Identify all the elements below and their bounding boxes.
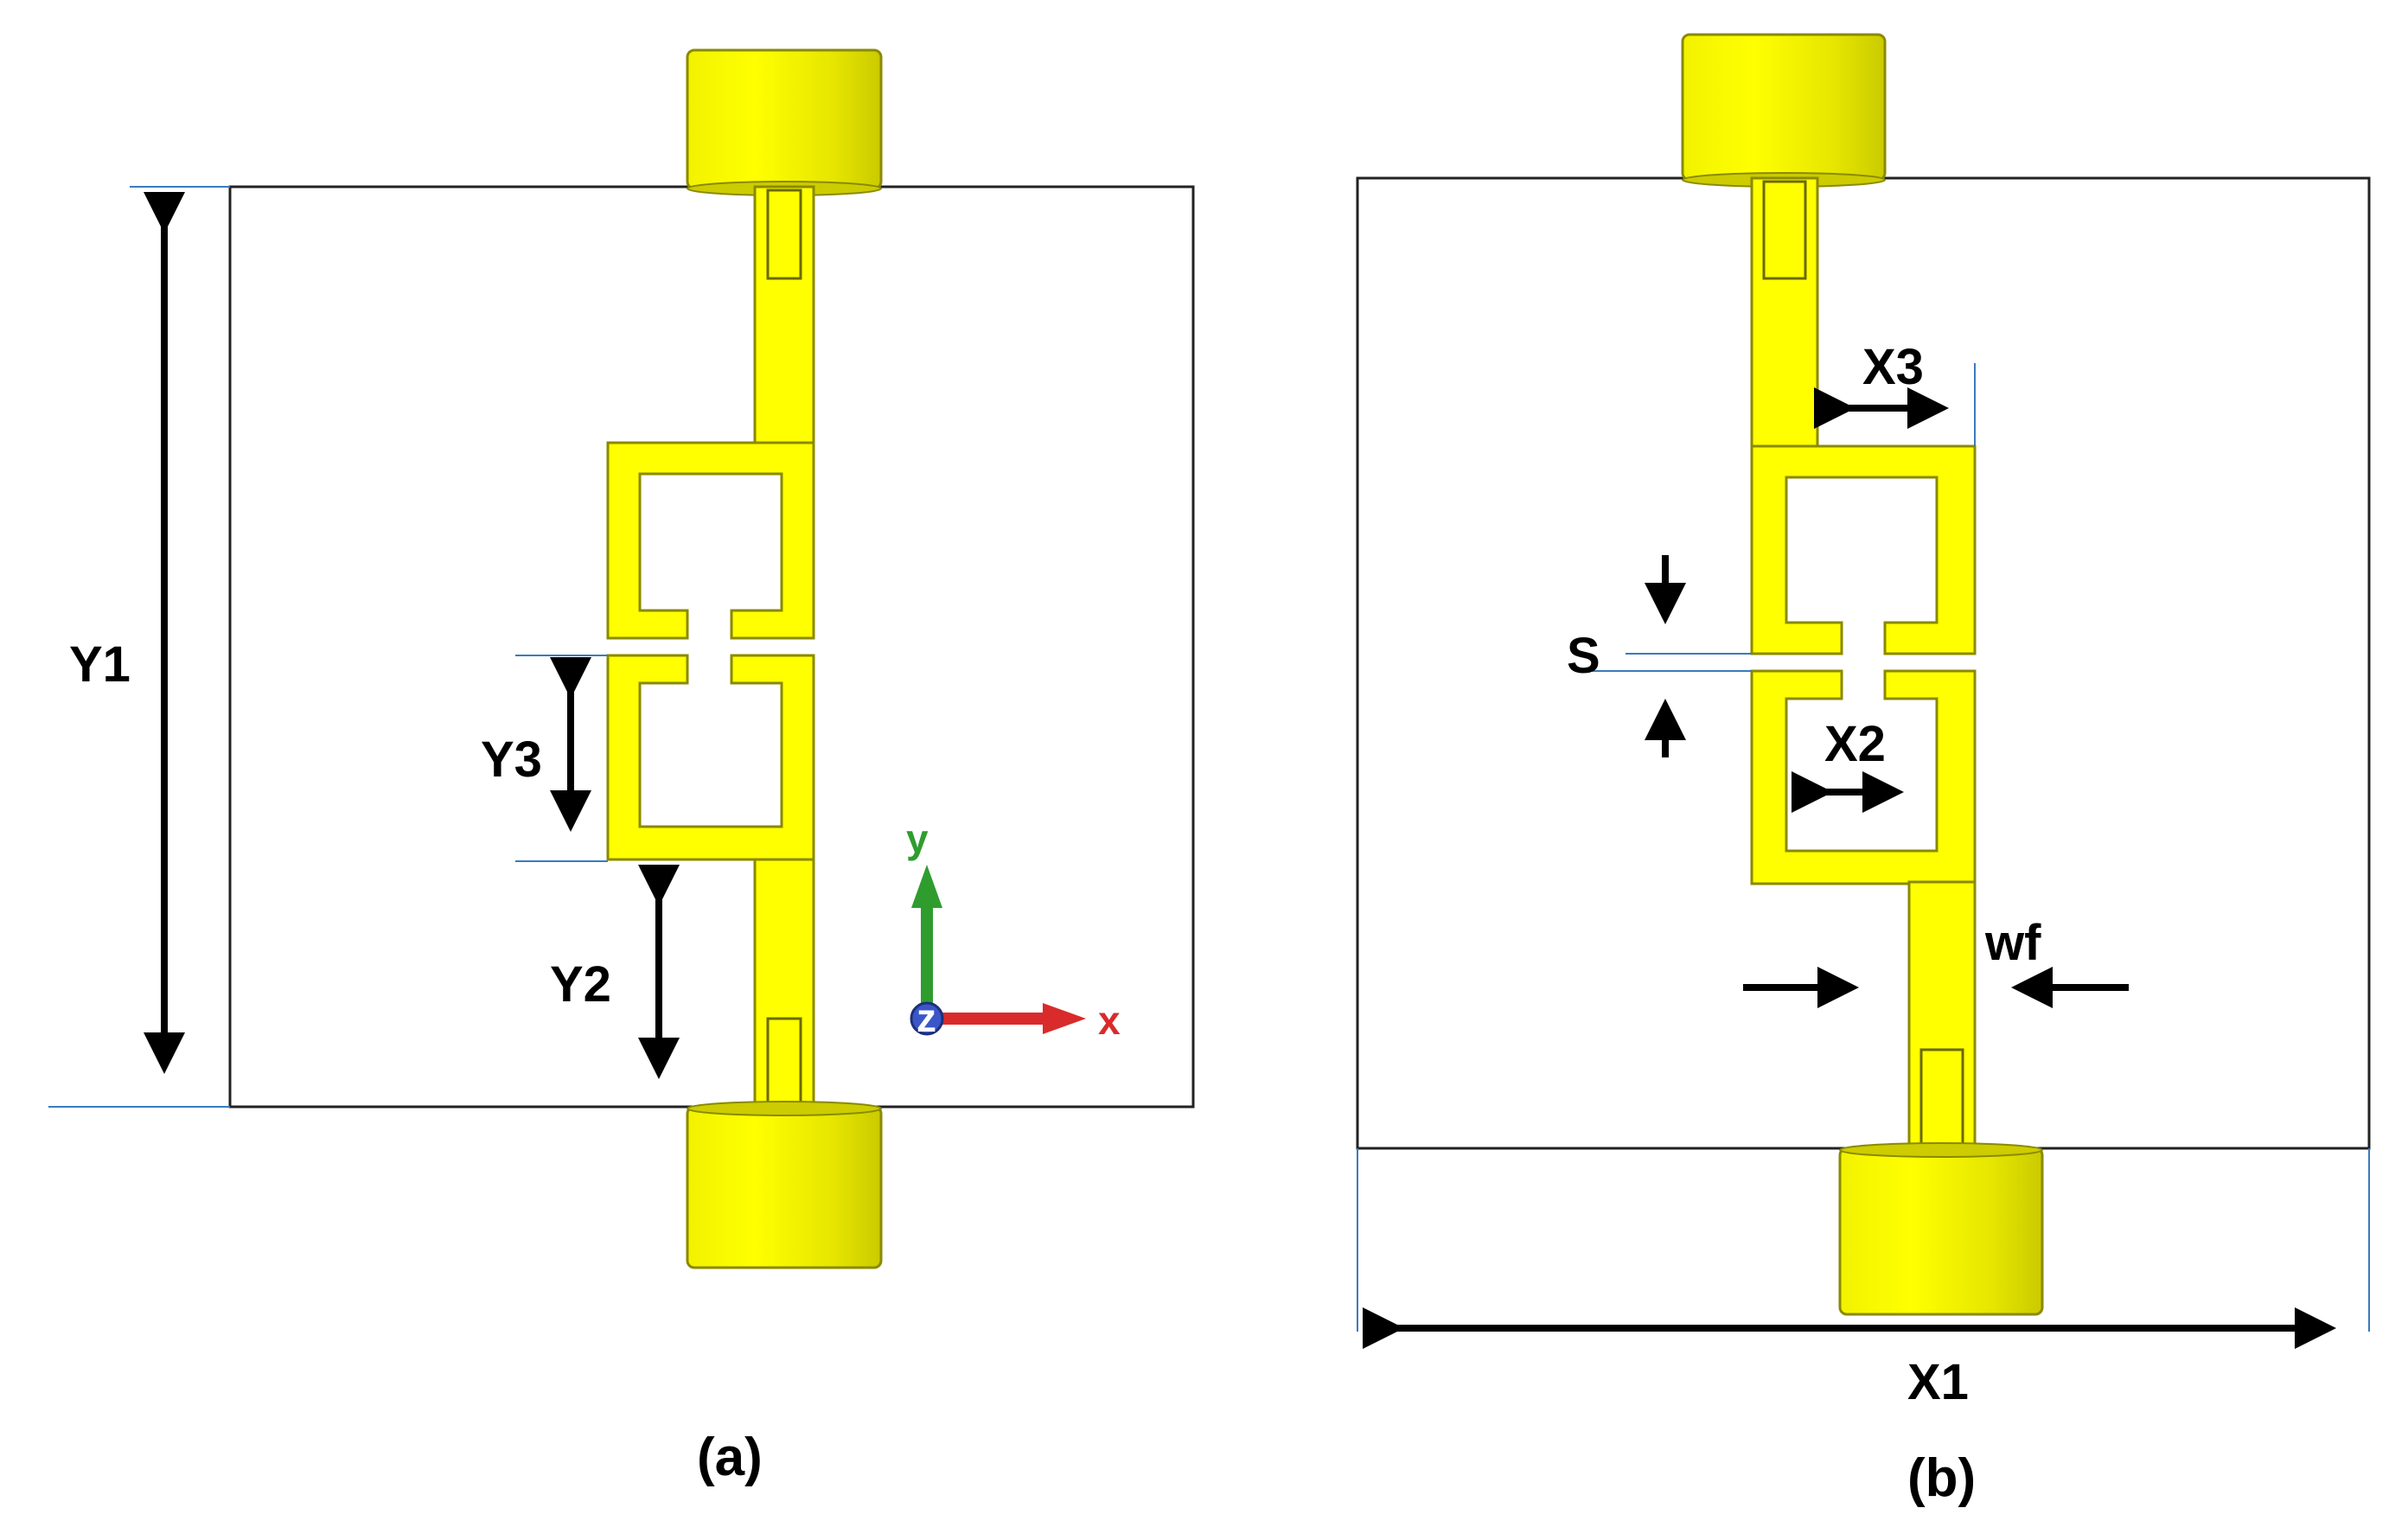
z-axis-icon	[910, 1001, 944, 1036]
upper-resonator-b	[1750, 444, 1977, 655]
top-connector-a	[686, 48, 883, 196]
s-label: S	[1567, 628, 1600, 684]
y3-label: Y3	[481, 732, 542, 788]
wf-label: wf	[1984, 915, 2041, 971]
substrate-board-a	[228, 185, 1195, 1109]
panel-a: Y1 Y3 Y2 z y x (a)	[48, 48, 1195, 1487]
pin-top-b	[1762, 180, 1807, 280]
x-axis-label: x	[1098, 998, 1121, 1043]
y1-label: Y1	[69, 636, 131, 693]
x1-label: X1	[1907, 1354, 1969, 1410]
top-connector-b	[1681, 33, 1887, 188]
bottom-connector-a	[686, 1101, 883, 1269]
y-axis-arrowhead	[911, 865, 942, 908]
x-axis-arrowhead	[1043, 1003, 1086, 1034]
feed-line-bottom-a	[753, 858, 815, 1109]
z-axis-label: z	[917, 995, 936, 1040]
caption-b: (b)	[1907, 1448, 1976, 1508]
y-axis-label: y	[906, 816, 929, 861]
x3-label: X3	[1862, 339, 1924, 395]
feed-line-bottom-b	[1907, 880, 1977, 1150]
feed-line-top-a	[753, 185, 815, 446]
coordinate-axes: z y x	[906, 816, 1121, 1043]
upper-resonator-a	[606, 441, 815, 640]
feed-line-top-b	[1750, 176, 1819, 450]
substrate-board-b	[1356, 176, 2371, 1150]
x2-label: X2	[1824, 716, 1886, 772]
bottom-connector-b	[1838, 1142, 2044, 1316]
pin-top-a	[766, 189, 802, 280]
y2-label: Y2	[550, 956, 611, 1013]
panel-b: X1 X3 X2 S wf (b)	[1356, 33, 2371, 1508]
caption-a: (a)	[697, 1428, 763, 1487]
